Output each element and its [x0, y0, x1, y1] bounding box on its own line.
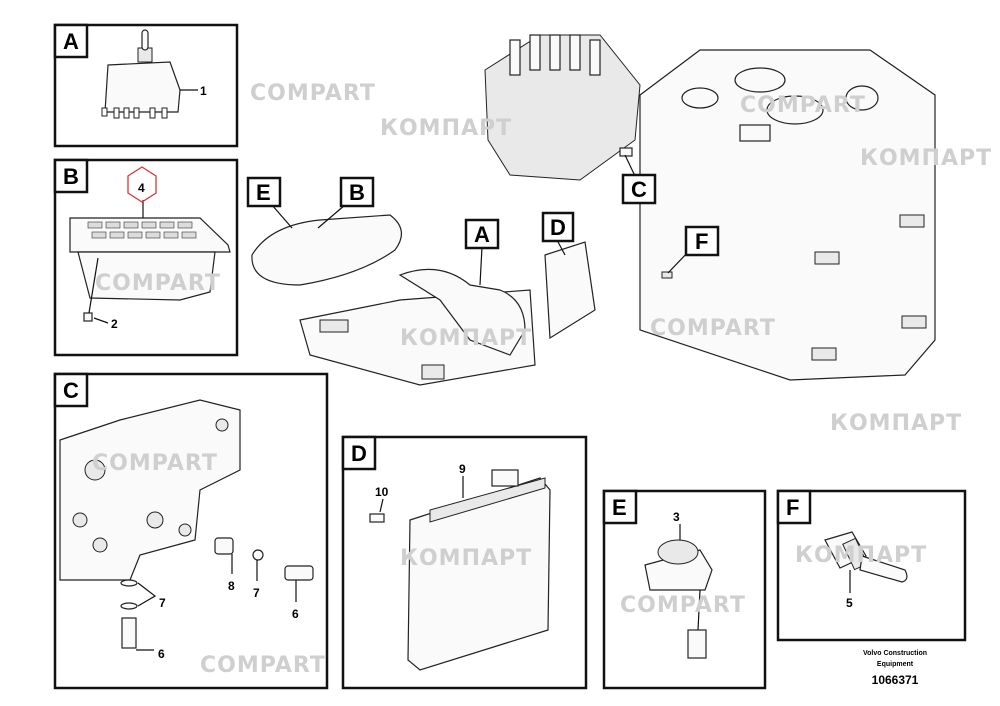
watermark-text: COMPART: [250, 81, 376, 106]
hydraulic-tank: [639, 49, 936, 381]
watermark-text: КОМПАРТ: [830, 411, 962, 436]
main-assembly-drawing: [251, 34, 936, 386]
ecu-small: [544, 241, 596, 340]
control-console: [251, 214, 402, 286]
toggle-switch: [104, 61, 181, 113]
marker-b[interactable]: B: [349, 180, 365, 205]
watermark-text: COMPART: [620, 593, 746, 618]
callout-3[interactable]: 3: [673, 510, 680, 524]
watermark-text: COMPART: [200, 653, 326, 678]
control-valve: [484, 34, 641, 181]
callout-6[interactable]: 6: [158, 647, 165, 661]
marker-f[interactable]: F: [695, 229, 708, 254]
detail-label-c: C: [63, 378, 79, 403]
callout-7[interactable]: 7: [253, 586, 260, 600]
drawing-number: 1066371: [872, 673, 919, 687]
callout-2[interactable]: 2: [111, 317, 118, 331]
detail-d-panel: D 9 10: [341, 435, 588, 690]
maker-line-1: Volvo Construction: [863, 650, 927, 657]
footer: Volvo Construction Equipment 1066371: [863, 650, 927, 687]
maker-line-2: Equipment: [877, 661, 914, 668]
detail-f-panel: F 5: [776, 489, 967, 642]
callout-7[interactable]: 7: [159, 596, 166, 610]
marker-c[interactable]: C: [631, 177, 647, 202]
detail-b-panel: B 4 2: [53, 158, 239, 357]
detail-label-e: E: [612, 495, 627, 520]
detail-label-d: D: [351, 441, 367, 466]
callout-4[interactable]: 4: [138, 181, 145, 195]
detail-label-b: B: [63, 164, 79, 189]
marker-e[interactable]: E: [256, 180, 271, 205]
callout-1[interactable]: 1: [200, 84, 207, 98]
marker-a[interactable]: A: [474, 222, 490, 247]
marker-d[interactable]: D: [550, 215, 566, 240]
detail-e-panel: E 3: [602, 489, 767, 690]
detail-label-f: F: [786, 495, 799, 520]
detail-a-panel: A 1: [53, 23, 239, 148]
valve-block: [59, 399, 241, 581]
detail-label-a: A: [63, 29, 79, 54]
callout-8[interactable]: 8: [228, 579, 235, 593]
detail-c-panel: C 8 7 6 7 6: [53, 372, 329, 690]
highlight-hexagon[interactable]: [127, 166, 157, 203]
callout-6[interactable]: 6: [292, 607, 299, 621]
callout-10[interactable]: 10: [375, 485, 389, 499]
callout-9[interactable]: 9: [459, 462, 466, 476]
location-markers: E B A D C F: [246, 154, 720, 286]
ecu: [407, 477, 551, 671]
callout-5[interactable]: 5: [846, 596, 853, 610]
